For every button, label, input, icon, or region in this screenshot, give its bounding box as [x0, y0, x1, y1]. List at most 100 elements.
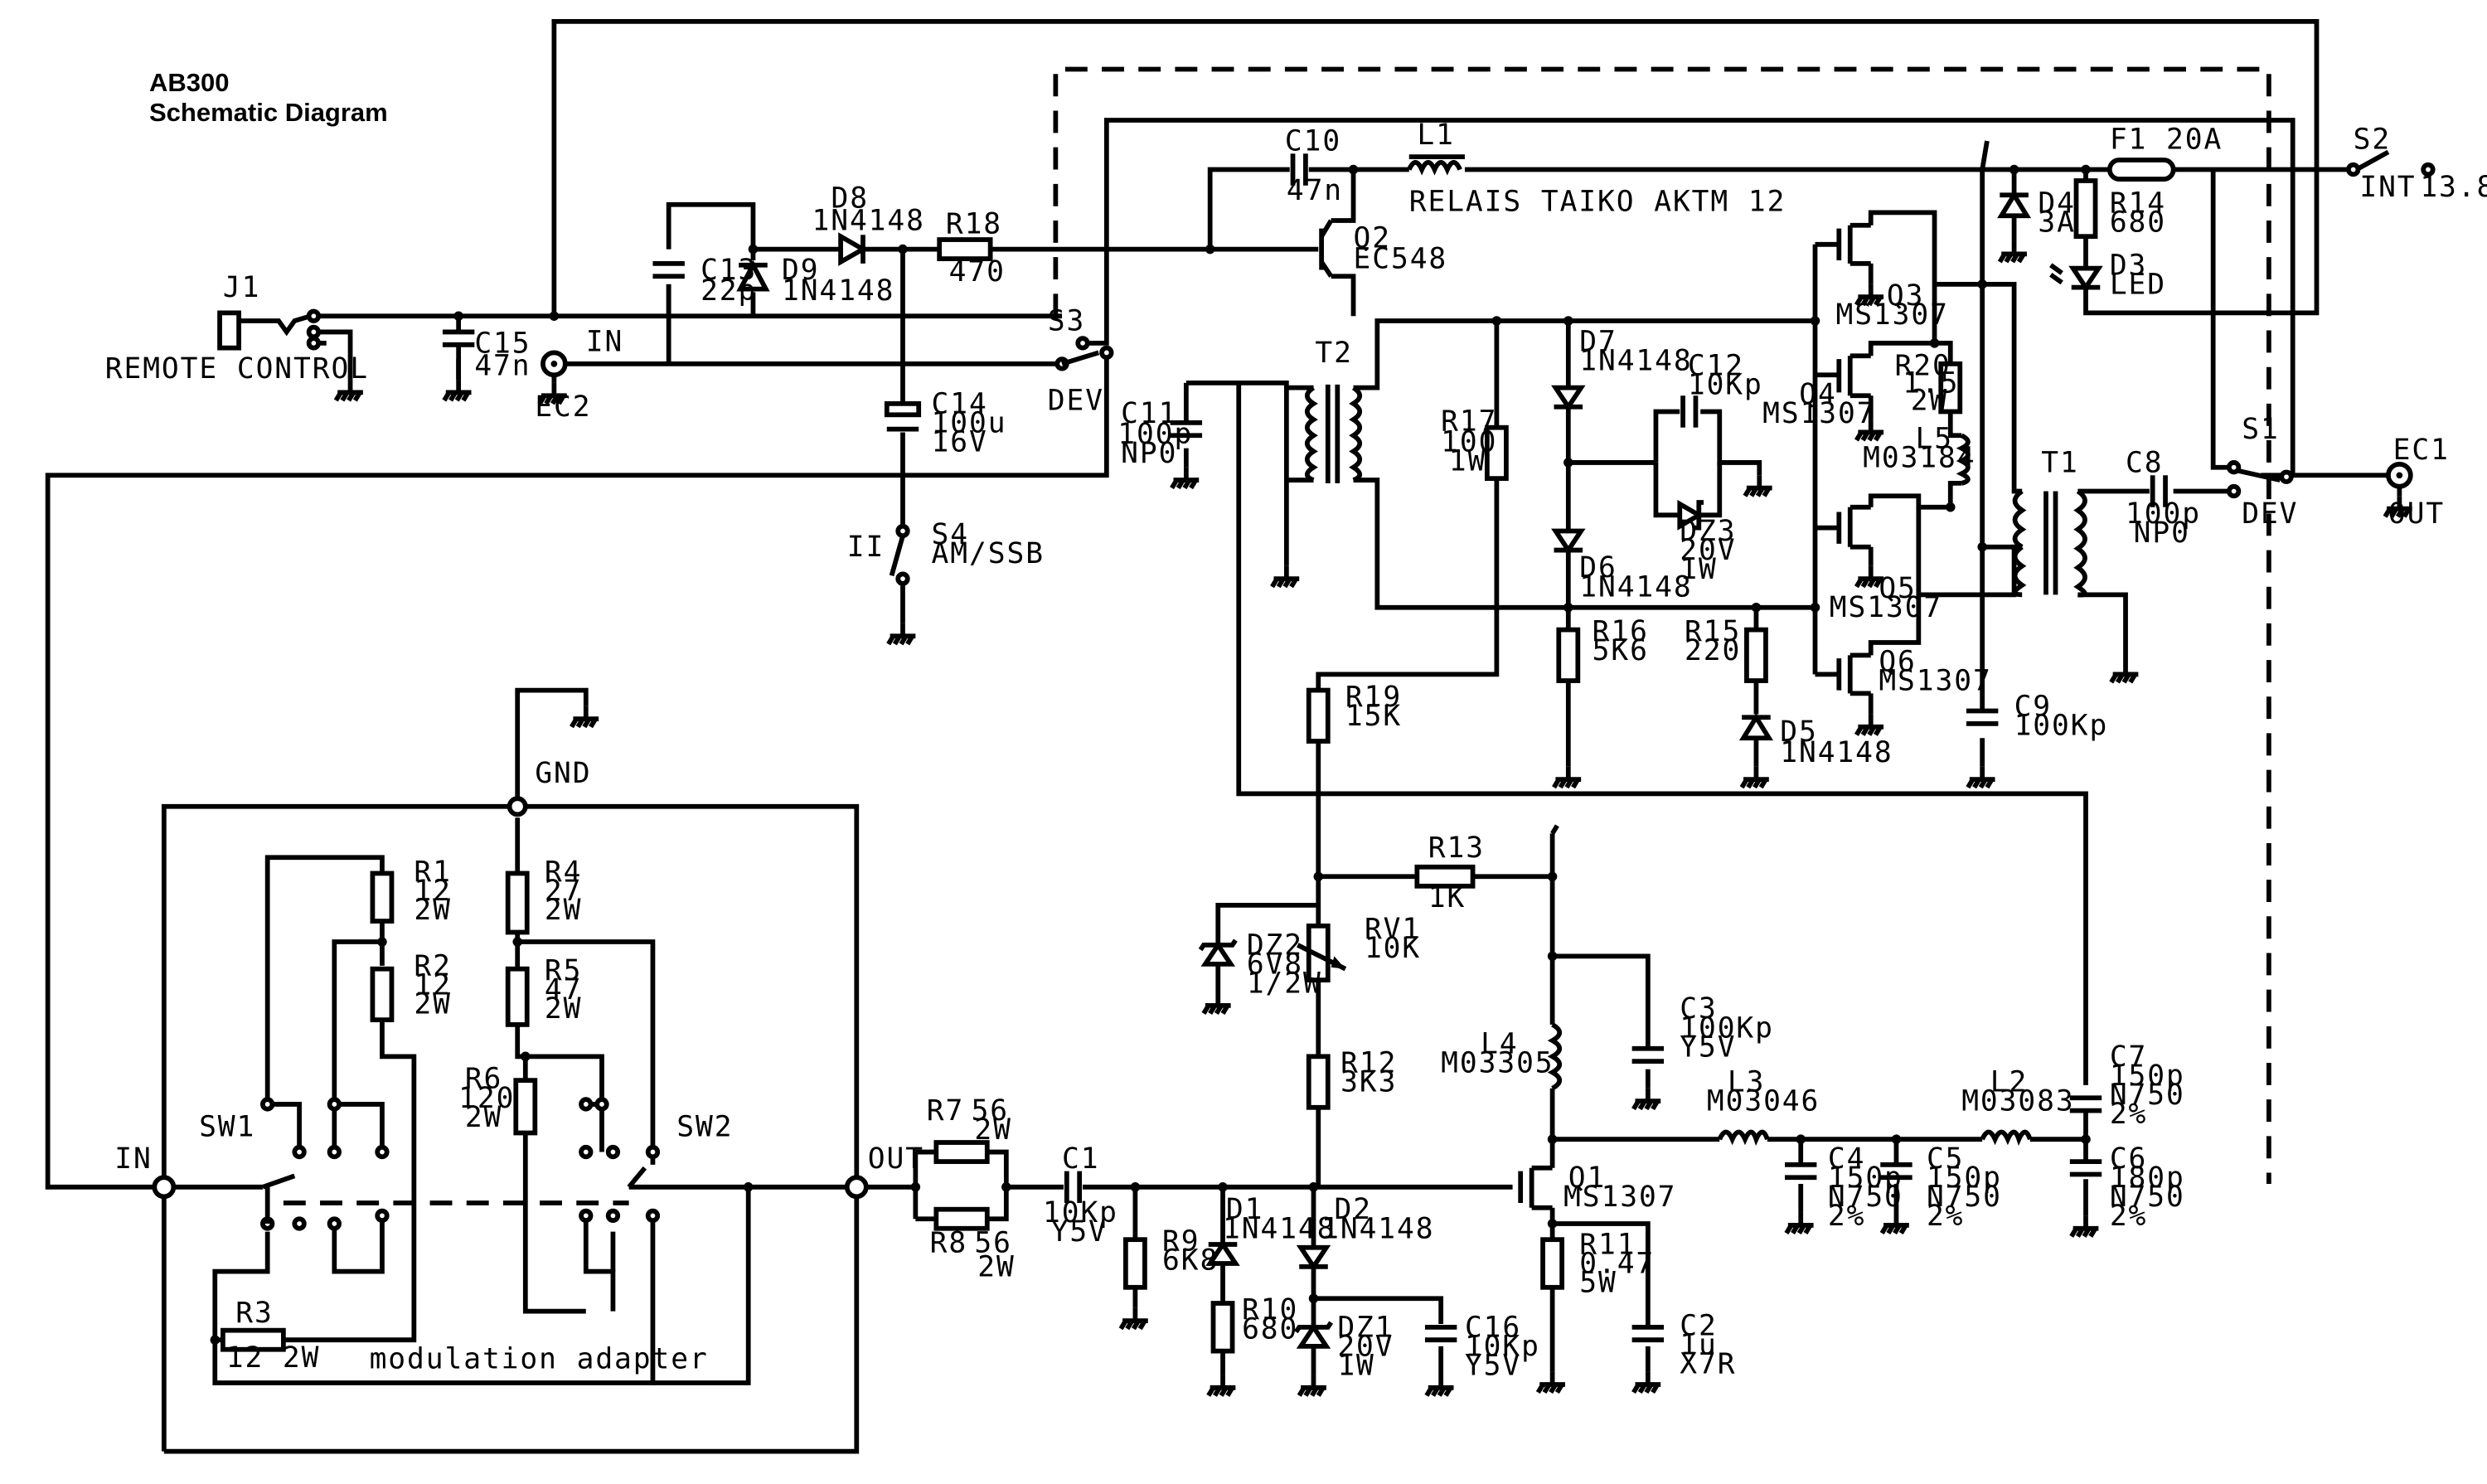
label: 2W — [465, 1101, 502, 1134]
label: EC1 — [2393, 434, 2450, 467]
capacitor-c2 — [1631, 1324, 1665, 1343]
label: D1 — [1226, 1193, 1263, 1226]
resistor-r16 — [1556, 627, 1581, 683]
label: S4 — [932, 518, 969, 551]
label: 20V — [1680, 534, 1736, 567]
label: 100p — [2126, 497, 2201, 531]
label: 680 — [1242, 1312, 1298, 1346]
capacitor-c3 — [1631, 1045, 1665, 1064]
label: RELAIS TAIKO AKTM 12 — [1409, 185, 1786, 218]
led-d3 — [2049, 263, 2103, 292]
label: 100Kp — [2014, 709, 2109, 742]
label: S2 — [2354, 124, 2391, 157]
label: 12 — [414, 968, 451, 1001]
ground-icon — [1554, 767, 1582, 788]
label: R8 — [930, 1227, 967, 1260]
label: INT — [2359, 171, 2416, 204]
ground-icon — [1273, 566, 1300, 587]
label: C6 — [2110, 1142, 2147, 1176]
resistor-r20 — [1938, 361, 1963, 415]
ground-icon — [889, 623, 916, 644]
ground-icon — [1538, 1372, 1565, 1393]
label: C5 — [1927, 1142, 1964, 1176]
ground-icon — [1204, 992, 1231, 1013]
label: N750 — [2110, 1079, 2185, 1112]
ground-icon — [1745, 475, 1772, 496]
label: L3 — [1728, 1066, 1765, 1099]
label: OUT — [2388, 497, 2445, 531]
label: Q4 — [1799, 378, 1836, 411]
label: 27 — [545, 875, 582, 908]
label: R18 — [946, 207, 1002, 240]
label: 0.47 — [1579, 1248, 1655, 1281]
label: R1 — [414, 856, 451, 889]
capacitor-c15 — [442, 329, 475, 381]
label: D3 — [2110, 249, 2147, 282]
label: C3 — [1680, 992, 1717, 1026]
label: 470 — [949, 255, 1006, 289]
jack-j1 — [217, 308, 322, 351]
terminal-out — [844, 1175, 869, 1200]
label: 1N4148 — [1321, 1212, 1434, 1245]
label: 100p — [1117, 418, 1193, 451]
label: MS1307 — [1830, 591, 1942, 624]
label: N750 — [1927, 1181, 2002, 1214]
label: 2% — [2110, 1200, 2147, 1233]
label: 12 2W — [226, 1341, 321, 1375]
resistor-r13 — [1414, 864, 1476, 889]
label: II — [847, 531, 885, 564]
label: 1W — [1337, 1349, 1374, 1382]
label: modulation adapter — [370, 1343, 709, 1376]
label: D2 — [1334, 1193, 1371, 1226]
inductor-l5 — [1956, 433, 1971, 486]
label: C10 — [1285, 124, 1341, 158]
transformer-t2 — [1304, 384, 1363, 483]
label: 10Kp — [1043, 1196, 1118, 1229]
label: D4 — [2038, 187, 2075, 220]
label: C16 — [1465, 1311, 1521, 1344]
label: RV1 — [1365, 913, 1421, 946]
label: 12 — [414, 875, 451, 908]
capacitor-c10 — [1290, 153, 1308, 186]
ground-icon — [1786, 1213, 1814, 1234]
label: 2W — [414, 894, 451, 927]
resistor-r9 — [1122, 1237, 1147, 1290]
label: EC2 — [535, 390, 591, 424]
label: 5K6 — [1593, 634, 1649, 667]
transistor-q2 — [1319, 219, 1334, 278]
ground-icon — [572, 706, 599, 727]
label: 2% — [1828, 1200, 1865, 1233]
label: MS1307 — [1563, 1181, 1676, 1214]
label: 47n — [474, 349, 531, 382]
label: EC548 — [1354, 243, 1448, 276]
label: 13.8V — [2420, 171, 2487, 204]
label: 56 — [974, 1227, 1011, 1260]
potentiometer-rv1 — [1297, 923, 1347, 983]
resistor-r3 — [221, 1327, 286, 1352]
label: 1N4148 — [1223, 1212, 1336, 1245]
label: F1 20A — [2110, 124, 2223, 157]
label: T1 — [2041, 446, 2078, 479]
junctions — [210, 164, 2091, 1345]
label: 2W — [414, 987, 451, 1021]
label: GND — [535, 757, 591, 790]
label: D8 — [831, 182, 869, 216]
switch-sw2 — [579, 1097, 661, 1224]
capacitor-c14 — [884, 400, 922, 432]
label: 1N4148 — [1579, 345, 1692, 378]
label: L5 — [1915, 423, 1952, 456]
label: 150p — [2110, 1060, 2185, 1093]
capacitor-c11 — [1170, 420, 1203, 439]
inductor-l2 — [1980, 1129, 2033, 1147]
label: DZ3 — [1680, 515, 1736, 548]
ground-icon — [1856, 714, 1883, 735]
terminal-in — [152, 1175, 177, 1200]
label: M03083 — [1961, 1085, 2074, 1118]
zener-dz2 — [1198, 938, 1238, 967]
label: DZ1 — [1337, 1311, 1394, 1344]
label: 16V — [932, 425, 988, 458]
capacitor-c6 — [2069, 1159, 2102, 1177]
label: S3 — [1048, 305, 1085, 338]
label: D9 — [782, 254, 819, 287]
connector-ec2 — [541, 350, 568, 383]
